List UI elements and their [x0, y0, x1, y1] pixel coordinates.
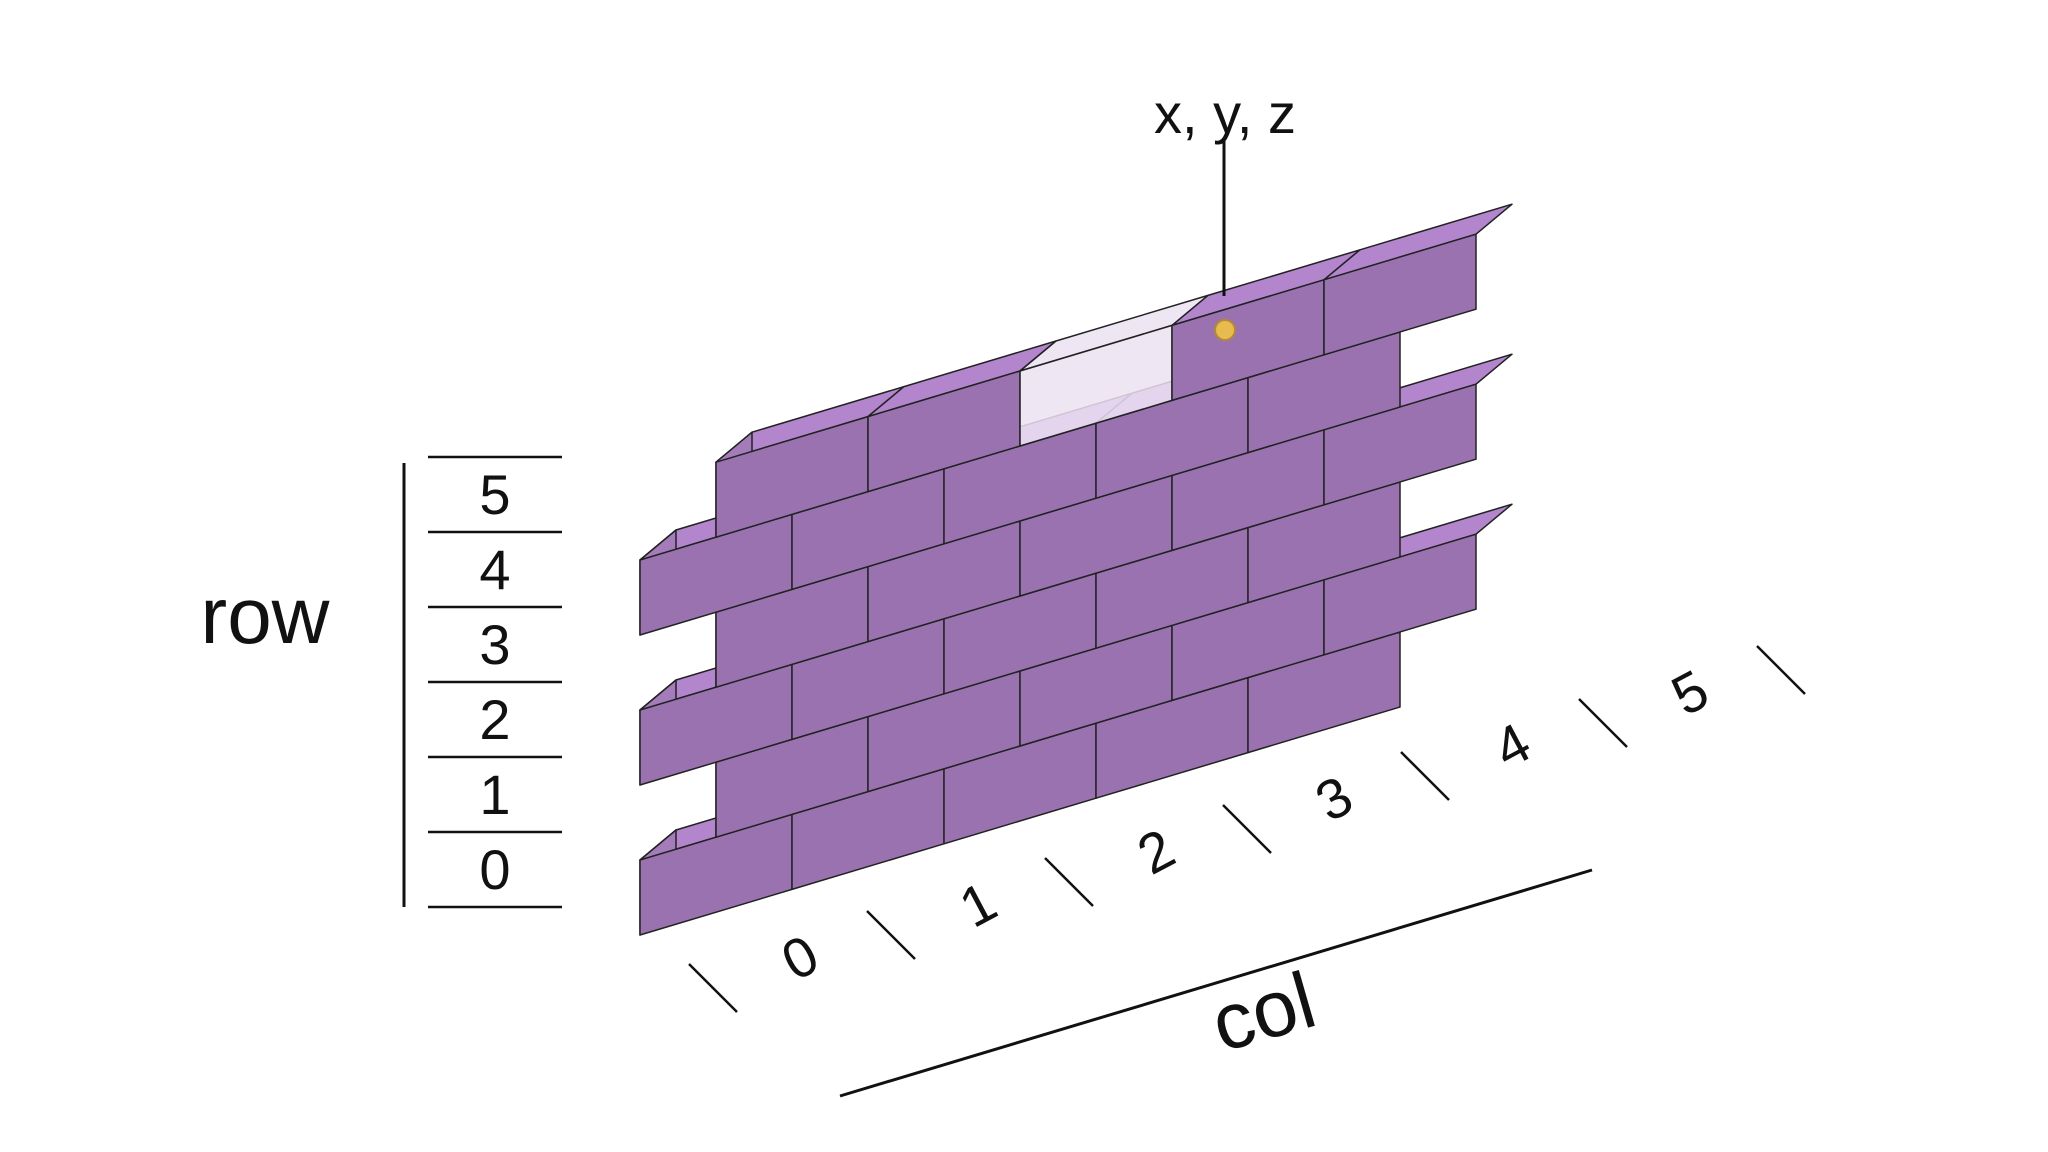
col-label-5: 5 [1661, 657, 1718, 727]
coordinate-label: x, y, z [1154, 82, 1296, 145]
brick-row-5 [715, 203, 1513, 538]
brick-front-face [1323, 533, 1477, 656]
brick-front-face [1323, 233, 1477, 356]
col-tick [1578, 698, 1628, 748]
coordinate-callout: x, y, z [1154, 82, 1296, 341]
col-tick [866, 910, 916, 960]
col-label-0: 0 [771, 922, 828, 992]
row-axis: row 0 1 2 3 4 5 [201, 455, 562, 909]
brick-front-face [1323, 383, 1477, 506]
col-label-3: 3 [1305, 763, 1362, 833]
col-tick [1044, 857, 1094, 907]
col-tick [1222, 804, 1272, 854]
col-axis-line [839, 868, 1593, 1098]
col-axis-title: col [1202, 955, 1325, 1069]
row-label-2: 2 [479, 688, 510, 751]
row-label-3: 3 [479, 613, 510, 676]
brick-wall [639, 203, 1513, 936]
row-label-4: 4 [479, 538, 510, 601]
position-marker [1214, 319, 1236, 341]
col-label-1: 1 [949, 869, 1006, 939]
col-tick [1400, 751, 1450, 801]
col-label-2: 2 [1127, 816, 1184, 886]
col-label-4: 4 [1483, 710, 1540, 780]
col-tick [688, 963, 738, 1013]
brick [1323, 203, 1513, 356]
row-label-0: 0 [479, 838, 510, 901]
row-axis-title: row [201, 571, 330, 660]
row-label-5: 5 [479, 463, 510, 526]
row-label-1: 1 [479, 763, 510, 826]
col-tick [1756, 645, 1806, 695]
